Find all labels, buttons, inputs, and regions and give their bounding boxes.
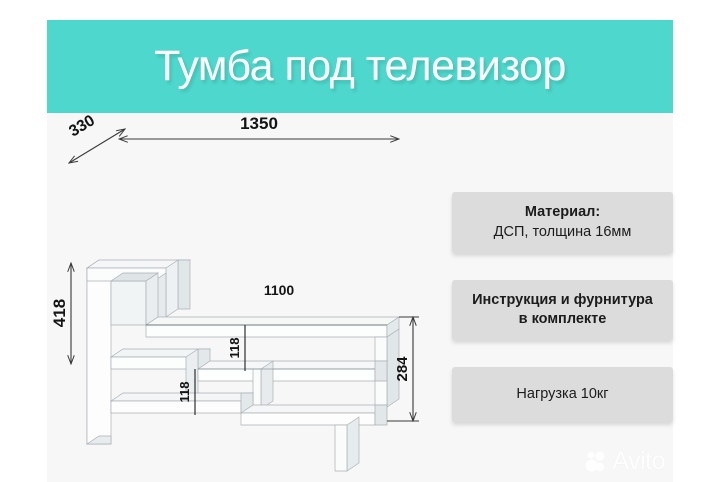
dimension-gap-upper-label: 118: [227, 338, 242, 359]
dimension-depth: 330: [66, 113, 125, 163]
page-title: Тумба под телевизор: [154, 42, 566, 90]
info-box-material: Материал: ДСП, толщина 16мм: [452, 192, 673, 253]
info-box-load-capacity: Нагрузка 10кг: [452, 367, 673, 422]
content-panel: 330 1350 418 1100: [47, 113, 673, 482]
dimension-gap-upper: 118: [227, 325, 246, 371]
info-material-title: Материал:: [524, 204, 601, 221]
dimension-right-height-label: 284: [394, 356, 411, 382]
dimension-gap-lower: 118: [177, 369, 196, 415]
header-banner: Тумба под телевизор: [47, 20, 673, 113]
dimension-total-width-label: 1350: [240, 114, 278, 133]
dimension-total-height-label: 418: [50, 299, 69, 327]
info-load-capacity-value: Нагрузка 10кг: [516, 385, 609, 402]
info-box-instructions: Инструкция и фурнитура в комплекте: [452, 280, 673, 340]
avito-watermark: Avito: [585, 449, 665, 474]
info-instructions-line1: Инструкция и фурнитура: [472, 291, 653, 308]
feature-list: Материал: ДСП, толщина 16мм Инструкция и…: [452, 192, 673, 422]
dimension-total-width: 1350: [119, 114, 399, 139]
product-technical-drawing: 330 1350 418 1100: [47, 113, 452, 482]
dimension-shelf-width-label: 1100: [264, 282, 295, 298]
dimension-right-height: 284: [387, 317, 419, 421]
dimension-depth-label: 330: [66, 113, 98, 140]
furniture-body: [85, 259, 401, 472]
dimension-total-height: 418: [50, 263, 71, 364]
info-instructions-line2: в комплекте: [518, 311, 607, 327]
avito-watermark-text: Avito: [612, 447, 665, 475]
info-material-value: ДСП, толщина 16мм: [493, 223, 632, 240]
avito-logo-icon: [585, 451, 605, 472]
dimension-gap-lower-label: 118: [177, 382, 192, 403]
dimension-shelf-width: 1100: [264, 282, 295, 298]
